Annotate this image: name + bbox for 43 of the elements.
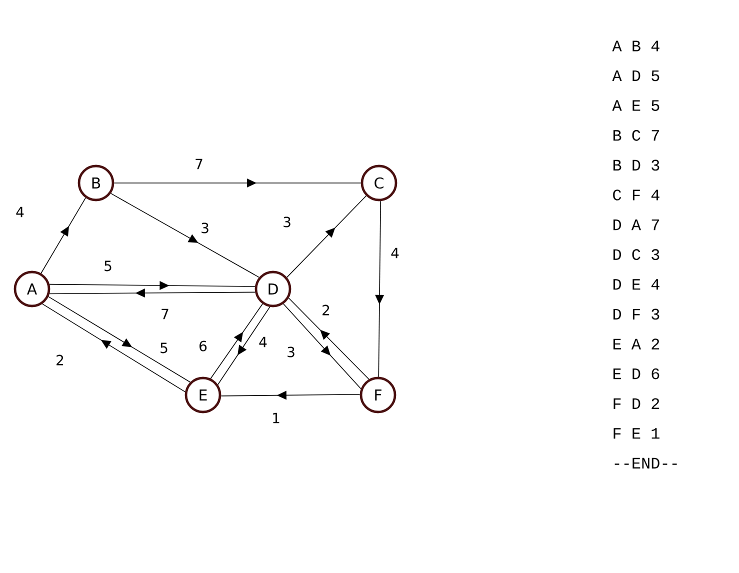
table-row: A D 5 bbox=[612, 70, 660, 82]
table-row: D A 7 bbox=[613, 220, 659, 230]
edge-label: 1 bbox=[270, 412, 282, 424]
arrow bbox=[283, 304, 362, 390]
table-row: D F 3 bbox=[613, 308, 660, 320]
arrow bbox=[286, 195, 367, 278]
edge-label: 2 bbox=[320, 304, 332, 316]
arrow bbox=[114, 178, 362, 188]
edge-label: 3 bbox=[200, 222, 210, 234]
arrow bbox=[48, 296, 191, 383]
table-row: A B 4 bbox=[612, 40, 660, 52]
arrow bbox=[110, 193, 260, 278]
table-row: C F 4 bbox=[613, 190, 660, 200]
arrow bbox=[210, 304, 263, 379]
edge-label: 4 bbox=[390, 246, 400, 260]
arrow bbox=[288, 298, 370, 380]
table-row: B C 7 bbox=[613, 130, 659, 141]
edge-label: 4 bbox=[14, 206, 26, 218]
edge-label: 5 bbox=[102, 260, 114, 272]
arrow bbox=[218, 306, 270, 385]
table-row: F E 1 bbox=[614, 428, 660, 439]
table-row: E D 6 bbox=[613, 368, 660, 380]
edge-label: 6 bbox=[198, 340, 208, 352]
arrow bbox=[42, 304, 186, 392]
edge-label: 3 bbox=[282, 216, 292, 228]
table-row: E A 2 bbox=[613, 338, 660, 350]
arrow bbox=[220, 390, 360, 400]
edge-label: 4 bbox=[258, 336, 268, 348]
table-row: B D 3 bbox=[613, 160, 660, 171]
arrow bbox=[49, 280, 256, 290]
edge-label: 5 bbox=[158, 342, 170, 354]
edge-label: 3 bbox=[286, 346, 296, 358]
edge-label: 7 bbox=[160, 308, 170, 320]
edge-label: 7 bbox=[194, 158, 204, 170]
table-row: D C 3 bbox=[613, 249, 660, 260]
table-row: --END-- bbox=[614, 458, 677, 468]
arrow bbox=[375, 200, 384, 378]
table-row: F D 2 bbox=[614, 398, 660, 409]
table-row: D E 4 bbox=[613, 279, 660, 290]
arrow bbox=[40, 198, 86, 274]
arrow bbox=[49, 288, 256, 298]
edge-label: 2 bbox=[54, 354, 66, 366]
table-row: A E 5 bbox=[612, 100, 660, 111]
